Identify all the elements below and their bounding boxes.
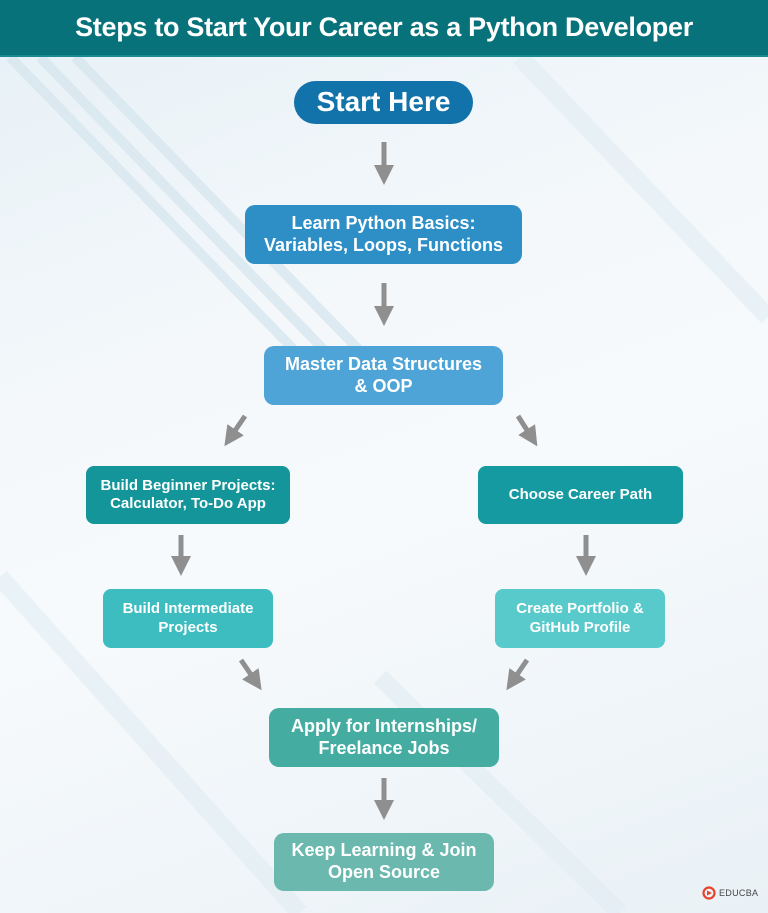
node-apply-for-jobs: Apply for Internships/ Freelance Jobs	[269, 708, 499, 767]
page-title: Steps to Start Your Career as a Python D…	[75, 12, 693, 42]
page-title-banner: Steps to Start Your Career as a Python D…	[0, 0, 768, 57]
node-start-here: Start Here	[294, 81, 473, 124]
node-keep-learning: Keep Learning & Join Open Source	[274, 833, 494, 891]
node-build-intermediate-projects: Build Intermediate Projects	[103, 589, 273, 648]
arrow-intermediate-to-apply	[238, 658, 262, 691]
node-create-portfolio: Create Portfolio & GitHub Profile	[495, 589, 665, 648]
educba-logo: EDUCBA	[702, 886, 758, 900]
node-build-beginner-projects: Build Beginner Projects: Calculator, To-…	[86, 466, 290, 524]
arrow-portfolio-to-apply	[506, 658, 530, 691]
logo-text: EDUCBA	[719, 888, 759, 898]
arrow-ds-to-career	[515, 414, 538, 447]
node-choose-career-path: Choose Career Path	[478, 466, 683, 524]
educba-logo-icon	[702, 886, 716, 900]
node-master-data-structures: Master Data Structures & OOP	[264, 346, 503, 405]
node-learn-python-basics: Learn Python Basics: Variables, Loops, F…	[245, 205, 522, 264]
arrow-ds-to-beginner	[224, 414, 248, 447]
